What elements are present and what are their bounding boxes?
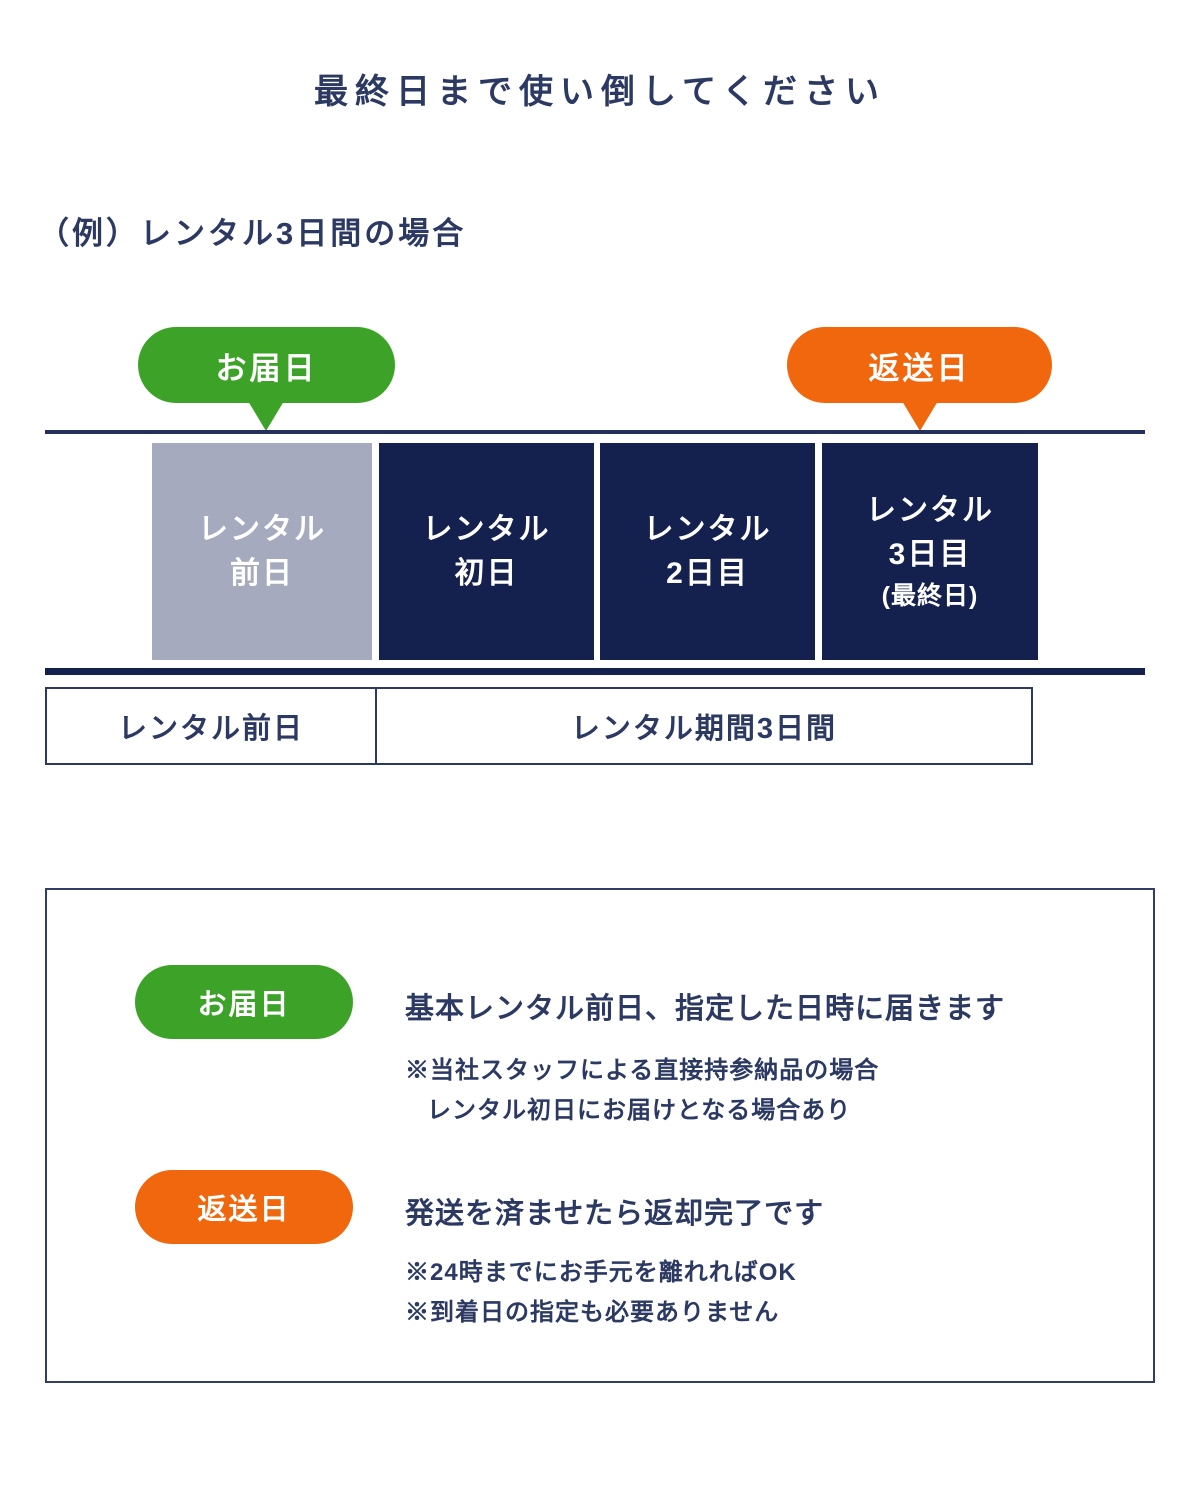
delivery-day-bubble-label: お届日 [215,350,318,386]
return-day-badge-label: 返送日 [197,1194,291,1226]
timeline-bottom-rule [45,668,1145,675]
return-heading: 発送を済ませたら返却完了です [405,1198,825,1230]
period-cell-pre-rental: レンタル前日 [47,689,377,763]
return-day-bubble-label: 返送日 [868,350,971,386]
day-box-line: レンタル [866,493,994,527]
return-note-2: ※到着日の指定も必要ありません [405,1299,780,1326]
timeline-top-rule [45,430,1145,434]
delivery-bubble-tail [248,401,284,431]
day-box-line: 2日目 [666,556,749,590]
day-box-rental-day3-final: レンタル 3日目 (最終日) [822,443,1038,660]
period-cell-rental-period: レンタル期間3日間 [570,713,838,745]
return-note-1: ※24時までにお手元を離れればOK [405,1259,797,1286]
return-day-badge: 返送日 [135,1170,353,1244]
day-box-pre-rental: レンタル 前日 [152,443,372,660]
legend-box: お届日 基本レンタル前日、指定した日時に届きます ※当社スタッフによる直接持参納… [45,888,1155,1383]
delivery-note-2: レンタル初日にお届けとなる場合あり [427,1097,852,1124]
day-box-line: 3日目 [888,537,972,571]
delivery-heading: 基本レンタル前日、指定した日時に届きます [405,993,1006,1025]
day-box-rental-day2: レンタル 2日目 [600,443,815,660]
day-box-rental-day1: レンタル 初日 [379,443,594,660]
return-day-bubble: 返送日 [787,327,1052,403]
delivery-day-bubble: お届日 [138,327,395,403]
return-bubble-tail [902,401,938,431]
day-box-line: 前日 [230,556,294,590]
day-box-line: レンタル [198,512,326,546]
page-title: 最終日まで使い倒してください [314,73,886,111]
day-box-line: 初日 [454,556,519,590]
delivery-day-badge: お届日 [135,965,353,1039]
day-box-line: レンタル [643,512,772,546]
example-subtitle: （例）レンタル3日間の場合 [38,216,467,251]
delivery-note-1: ※当社スタッフによる直接持参納品の場合 [405,1057,880,1084]
day-box-line: レンタル [422,512,551,546]
period-label-table: レンタル前日 レンタル期間3日間 [45,687,1033,765]
delivery-day-badge-label: お届日 [197,989,291,1021]
day-box-line-final: (最終日) [881,581,979,610]
